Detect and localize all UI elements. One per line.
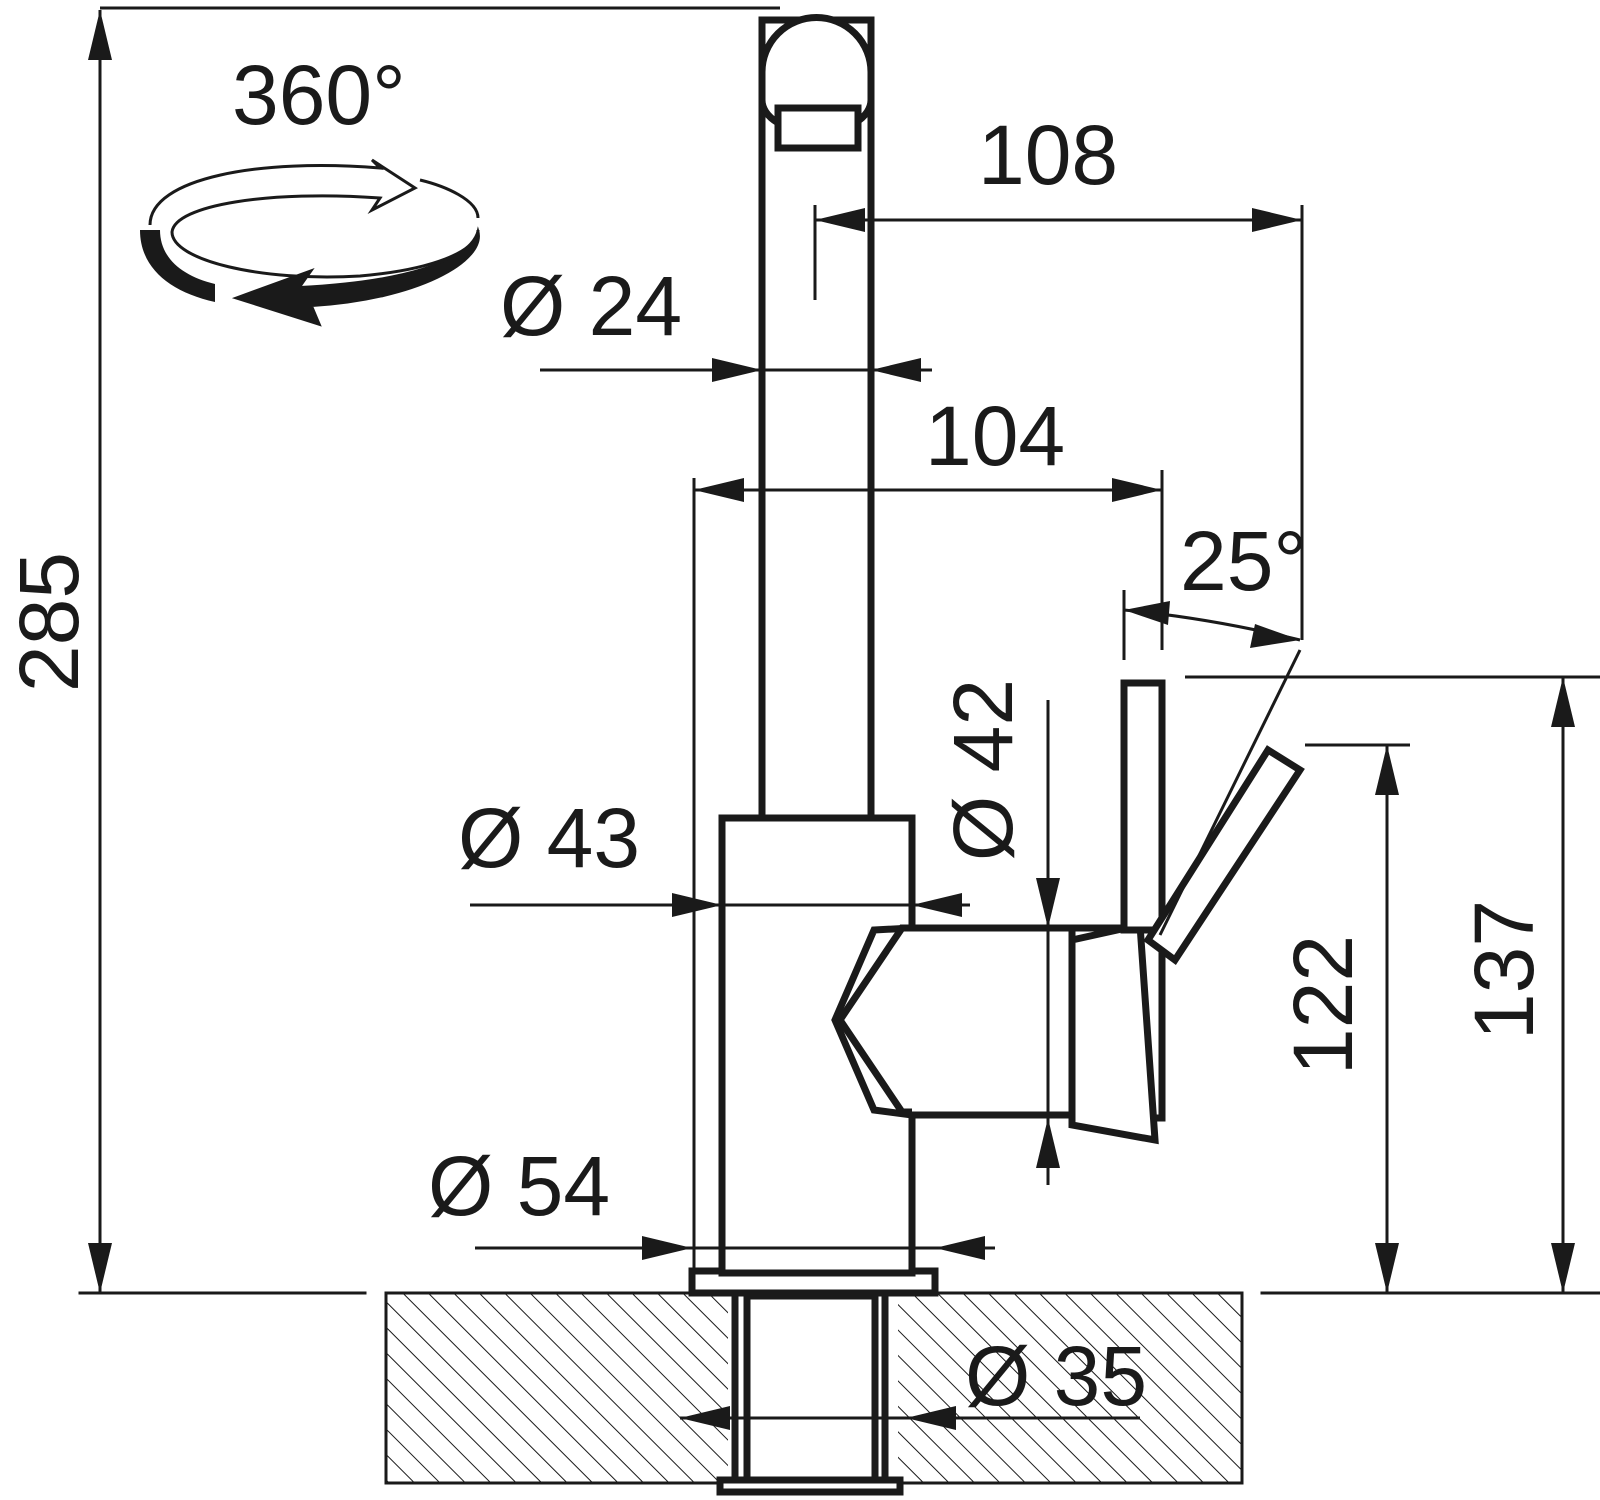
body-diameter-label: Ø 43	[458, 791, 640, 885]
mounting-hole-label: Ø 35	[965, 1329, 1147, 1423]
spout-reach-label: 108	[978, 108, 1118, 202]
faucet-body	[718, 14, 1305, 1277]
lever-handle-rotated	[1143, 745, 1305, 966]
lever-angle-label: 25°	[1180, 514, 1307, 608]
mixer-housing-bevel	[835, 924, 912, 1116]
handle-cap-lever-base	[1068, 920, 1159, 1145]
rotation-symbol	[140, 158, 480, 327]
mounting-nut	[716, 1476, 904, 1496]
worktop-section	[78, 1267, 1600, 1496]
lever-height-label: 137	[1457, 900, 1551, 1040]
spout-aerator	[774, 104, 862, 152]
body-reach-label: 104	[925, 389, 1065, 483]
rotation-label: 360°	[232, 48, 406, 142]
handle-diameter-label: Ø 42	[936, 679, 1030, 861]
total-height-label: 285	[2, 552, 96, 692]
lever-axis-rotated	[1158, 649, 1302, 936]
lever-height-lower-label: 122	[1276, 935, 1370, 1075]
dimension-lines	[88, 6, 1600, 1430]
mounting-shank-inner	[743, 1292, 879, 1492]
dimension-labels: 285 360° 108 Ø 24 104 25° Ø 42 Ø 43 137 …	[2, 48, 1551, 1423]
base-diameter-label: Ø 54	[428, 1139, 610, 1233]
spout-diameter-label: Ø 24	[500, 259, 682, 353]
lever-handle	[1120, 679, 1166, 934]
